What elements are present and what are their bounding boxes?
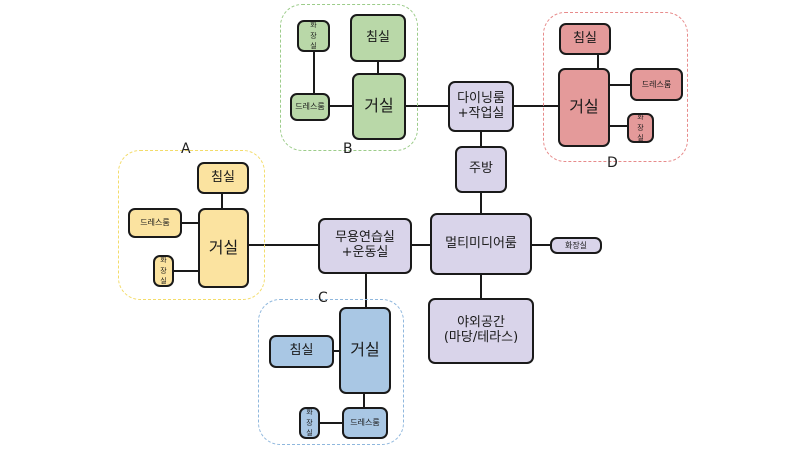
room-d-living: 거실 <box>558 68 610 147</box>
room-b-bathroom: 화 장 실 <box>297 20 330 52</box>
zone-a-label: A <box>181 141 191 157</box>
room-multimedia: 멀티미디어룸 <box>430 213 532 275</box>
room-c-dressroom: 드레스룸 <box>342 407 388 439</box>
room-b-dressroom: 드레스룸 <box>290 93 330 121</box>
room-kitchen: 주방 <box>455 146 507 193</box>
room-a-bedroom: 침실 <box>197 162 249 194</box>
zone-b-label: B <box>343 141 353 157</box>
room-c-bedroom: 침실 <box>269 335 334 368</box>
room-d-dressroom: 드레스룸 <box>630 68 683 101</box>
room-dance-gym: 무용연습실 +운동실 <box>318 218 412 274</box>
room-b-living: 거실 <box>352 73 406 140</box>
room-a-bathroom: 화 장 실 <box>153 255 174 287</box>
room-hub-bathroom: 화장실 <box>550 237 602 254</box>
room-c-bathroom: 화 장 실 <box>299 407 320 439</box>
room-a-dressroom: 드레스룸 <box>128 208 182 238</box>
zone-d-label: D <box>607 155 618 171</box>
room-d-bedroom: 침실 <box>559 23 611 55</box>
zone-c-label: C <box>318 290 328 306</box>
room-c-living: 거실 <box>339 307 391 394</box>
room-outdoor: 야외공간 (마당/테라스) <box>428 298 534 364</box>
zone-b <box>280 4 418 151</box>
room-d-bathroom: 화 장 실 <box>627 113 654 143</box>
room-b-bedroom: 침실 <box>350 14 406 62</box>
room-dining-workroom: 다이닝룸 +작업실 <box>448 81 514 132</box>
zone-a <box>118 150 265 300</box>
zone-c <box>258 299 404 445</box>
room-a-living: 거실 <box>198 208 249 288</box>
zone-d <box>543 12 688 162</box>
